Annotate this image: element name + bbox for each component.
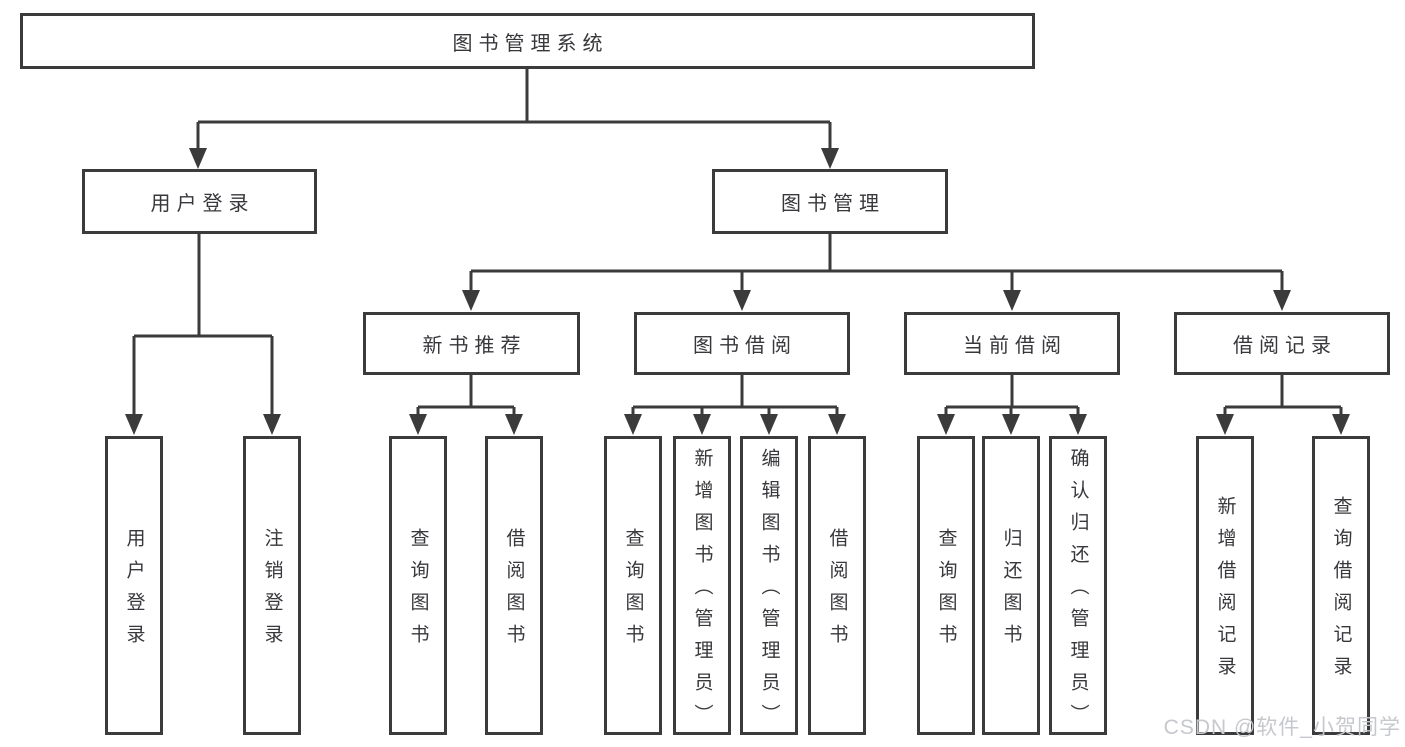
leaf-label: 借阅图书 [503, 528, 525, 656]
leaf-label: 归还图书 [1000, 528, 1022, 656]
leaf-query-books-current: 查询图书 [917, 436, 975, 735]
node-user-login: 用户登录 [82, 169, 317, 234]
node-label: 图书借阅 [693, 335, 797, 357]
node-label: 新书推荐 [422, 335, 527, 357]
node-label: 当前借阅 [963, 335, 1067, 357]
arrowhead [733, 290, 751, 311]
arrowhead [189, 148, 207, 169]
arrowhead [624, 414, 642, 435]
node-label: 借阅记录 [1233, 335, 1337, 357]
node-label: 用户登录 [150, 193, 255, 215]
node-current-borrowing: 当前借阅 [904, 312, 1120, 375]
arrowhead [462, 290, 480, 311]
leaf-confirm-return-admin: 确认归还（管理员） [1049, 436, 1107, 736]
node-library-management-system: 图书管理系统 [20, 13, 1035, 69]
leaf-borrow-books-recommend: 借阅图书 [485, 436, 543, 735]
leaf-edit-books-admin: 编辑图书（管理员） [740, 436, 798, 736]
arrowhead [760, 414, 778, 435]
node-book-management: 图书管理 [712, 169, 948, 234]
leaf-label: 确认归还（管理员） [1067, 448, 1089, 736]
arrowhead [693, 414, 711, 435]
leaf-borrow-books: 借阅图书 [808, 436, 866, 735]
leaf-add-books-admin: 新增图书（管理员） [673, 436, 731, 736]
node-label: 图书管理 [781, 193, 885, 215]
leaf-add-borrow-record: 新增借阅记录 [1196, 436, 1254, 735]
connector-path-book-management [469, 234, 1284, 292]
connector-path-level3 [416, 375, 1343, 416]
leaf-label: 新增图书（管理员） [691, 448, 713, 736]
arrowhead [1003, 290, 1021, 311]
arrowhead [409, 414, 427, 435]
node-label: 图书管理系统 [452, 32, 609, 55]
arrowhead [1273, 290, 1291, 311]
csdn-watermark: CSDN @软件_小贺同学 [1163, 716, 1401, 739]
leaf-label: 查询借阅记录 [1330, 496, 1352, 688]
node-book-borrowing: 图书借阅 [634, 312, 850, 375]
arrowhead [1216, 414, 1234, 435]
connector-path-user-login [132, 234, 274, 416]
leaf-label: 查询图书 [622, 528, 644, 656]
leaf-return-books: 归还图书 [982, 436, 1040, 735]
leaf-logout: 注销登录 [243, 436, 301, 735]
arrowhead [937, 414, 955, 435]
leaf-query-books-borrowing: 查询图书 [604, 436, 662, 735]
arrowhead [263, 414, 281, 435]
leaf-label: 查询图书 [407, 528, 429, 656]
leaf-label: 新增借阅记录 [1214, 496, 1236, 688]
leaf-label: 编辑图书（管理员） [758, 448, 780, 736]
arrowhead [1069, 414, 1087, 435]
leaf-query-borrow-record: 查询借阅记录 [1312, 436, 1370, 735]
arrowhead [125, 414, 143, 435]
leaf-label: 查询图书 [935, 528, 957, 656]
leaf-label: 借阅图书 [826, 528, 848, 656]
arrowhead [821, 148, 839, 169]
node-borrowing-records: 借阅记录 [1174, 312, 1390, 375]
leaf-label: 注销登录 [261, 528, 283, 656]
connector-path-root [196, 69, 832, 150]
leaf-user-login: 用户登录 [105, 436, 163, 735]
leaf-label: 用户登录 [123, 528, 145, 656]
leaf-query-books-recommend: 查询图书 [389, 436, 447, 735]
arrowhead [1002, 414, 1020, 435]
node-new-book-recommendation: 新书推荐 [363, 312, 580, 375]
arrowhead [505, 414, 523, 435]
arrowhead [828, 414, 846, 435]
arrowhead [1332, 414, 1350, 435]
